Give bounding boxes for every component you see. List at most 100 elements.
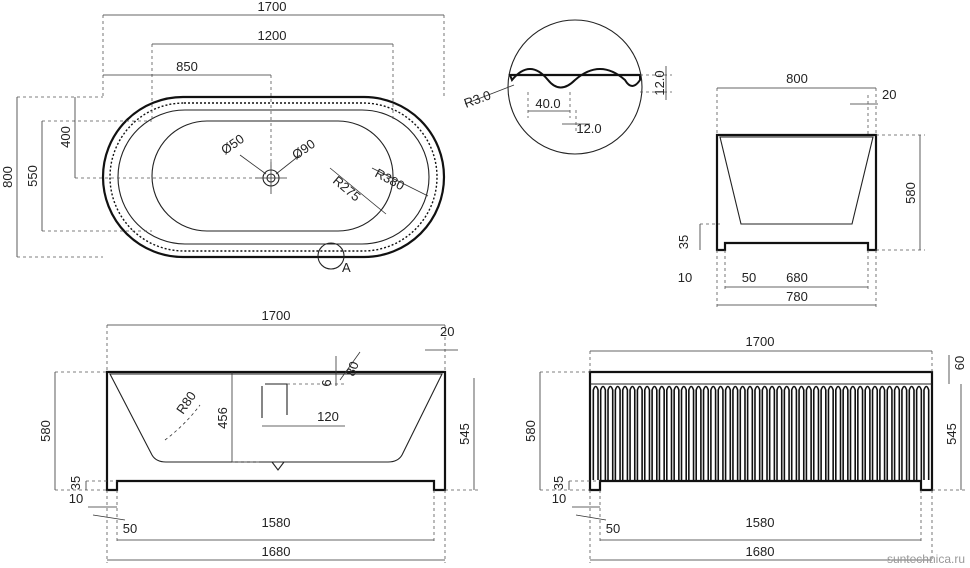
- flute-groove: [710, 385, 717, 480]
- side-outer: [715, 133, 878, 252]
- flute-groove: [871, 385, 879, 480]
- flute-groove: [702, 385, 710, 480]
- dim-sec-120: 120: [317, 409, 339, 424]
- dim-fv-580: 580: [523, 420, 538, 442]
- dim-sec-20: 20: [440, 324, 454, 339]
- dim-fv-1700: 1700: [746, 334, 775, 349]
- flute-groove: [666, 385, 673, 480]
- flute-groove: [783, 385, 790, 480]
- flute-groove: [835, 385, 842, 480]
- overflow-pipe: [265, 383, 288, 415]
- dim-sec-545: 545: [457, 423, 472, 445]
- dim-top-800: 800: [0, 166, 15, 188]
- flute-groove: [901, 385, 908, 480]
- dim-r275: R275: [330, 173, 363, 204]
- flute-groove: [680, 385, 687, 480]
- dim-sec-1700: 1700: [262, 308, 291, 323]
- flute-groove: [724, 385, 732, 480]
- dim-sec-10: 10: [69, 491, 83, 506]
- flute-groove: [732, 385, 739, 480]
- dim-sec-80: 80: [343, 359, 362, 378]
- flute-groove: [599, 385, 607, 480]
- flute-groove: [636, 385, 643, 480]
- flute-groove: [790, 385, 798, 480]
- dim-sec-580: 580: [38, 420, 53, 442]
- flute-groove: [739, 385, 746, 480]
- flute-groove: [658, 385, 665, 480]
- drain-outlet: [271, 461, 285, 471]
- flute-groove: [915, 385, 923, 480]
- dim-sec-1580: 1580: [262, 515, 291, 530]
- flute-pattern: [592, 385, 930, 480]
- dim-side-580: 580: [903, 182, 918, 204]
- dim-fv-10: 10: [552, 491, 566, 506]
- dim-sec-6: 6: [319, 379, 334, 386]
- dim-side-780: 780: [786, 289, 808, 304]
- dim-fv-35: 35: [551, 476, 566, 490]
- flute-groove: [923, 385, 930, 480]
- dim-sec-35: 35: [68, 476, 83, 490]
- front-view: 1700 60 580 545 35 10 50 1580 1680: [523, 334, 967, 563]
- flute-groove: [717, 385, 724, 480]
- flute-groove: [827, 385, 834, 480]
- dim-sec-1680: 1680: [262, 544, 291, 559]
- flute-groove: [879, 385, 886, 480]
- flute-groove: [849, 385, 856, 480]
- flute-groove: [746, 385, 754, 480]
- flute-profile: [508, 68, 641, 89]
- dim-side-50: 50: [742, 270, 756, 285]
- flute-groove: [776, 385, 783, 480]
- dim-detail-r3: R3.0: [462, 87, 493, 110]
- flute-groove: [761, 385, 768, 480]
- dim-side-10: 10: [678, 270, 692, 285]
- flute-groove: [864, 385, 871, 480]
- side-inner-basin: [719, 136, 874, 225]
- dim-side-35: 35: [676, 235, 691, 249]
- flute-groove: [754, 385, 761, 480]
- flute-groove: [651, 385, 658, 480]
- detail-a-callout: [317, 242, 345, 270]
- section-outer: [105, 370, 447, 492]
- flute-groove: [857, 385, 864, 480]
- dim-fv-545: 545: [944, 423, 959, 445]
- dim-fv-50: 50: [606, 521, 620, 536]
- dim-r380: R380: [373, 165, 407, 193]
- dim-top-850: 850: [176, 59, 198, 74]
- dim-fv-1680: 1680: [746, 544, 775, 559]
- basin-outline: [151, 120, 394, 232]
- dim-sec-456: 456: [215, 407, 230, 429]
- dim-detail-12: 12.0: [576, 121, 601, 136]
- flute-groove: [629, 385, 636, 480]
- dim-sec-r80: R80: [173, 389, 199, 417]
- dim-detail-depth: 12.0: [652, 70, 667, 95]
- flute-groove: [768, 385, 776, 480]
- detail-circle: [507, 19, 643, 155]
- watermark: suntechnica.ru: [887, 552, 965, 566]
- flute-groove: [908, 385, 915, 480]
- flute-groove: [893, 385, 901, 480]
- front-section: 1700 20 456 6 80 120 R80 580 545 35 10 5…: [38, 308, 480, 563]
- tub-outer-rim: [101, 95, 446, 259]
- flute-groove: [820, 385, 827, 480]
- flute-groove: [673, 385, 680, 480]
- flute-groove: [695, 385, 702, 480]
- detail-a-tag: A: [342, 260, 351, 275]
- dim-side-800: 800: [786, 71, 808, 86]
- side-view: 800 20 580 35 10 50 680 780: [676, 71, 925, 308]
- top-view: 1700 1200 850 800 550 400 Ø50 Ø90 R275 R…: [0, 0, 446, 275]
- flute-groove: [621, 385, 629, 480]
- dim-drain-90: Ø90: [289, 136, 318, 162]
- dim-sec-50: 50: [123, 521, 137, 536]
- detail-a: 12.0 R3.0 40.0 12.0: [462, 19, 672, 155]
- flute-groove: [798, 385, 805, 480]
- flute-groove: [812, 385, 820, 480]
- dim-top-550: 550: [25, 165, 40, 187]
- dim-detail-40: 40.0: [535, 96, 560, 111]
- dim-top-400: 400: [58, 126, 73, 148]
- section-basin: [109, 373, 443, 463]
- dim-drain-50: Ø50: [218, 131, 247, 157]
- flute-groove: [842, 385, 849, 480]
- flute-groove: [607, 385, 614, 480]
